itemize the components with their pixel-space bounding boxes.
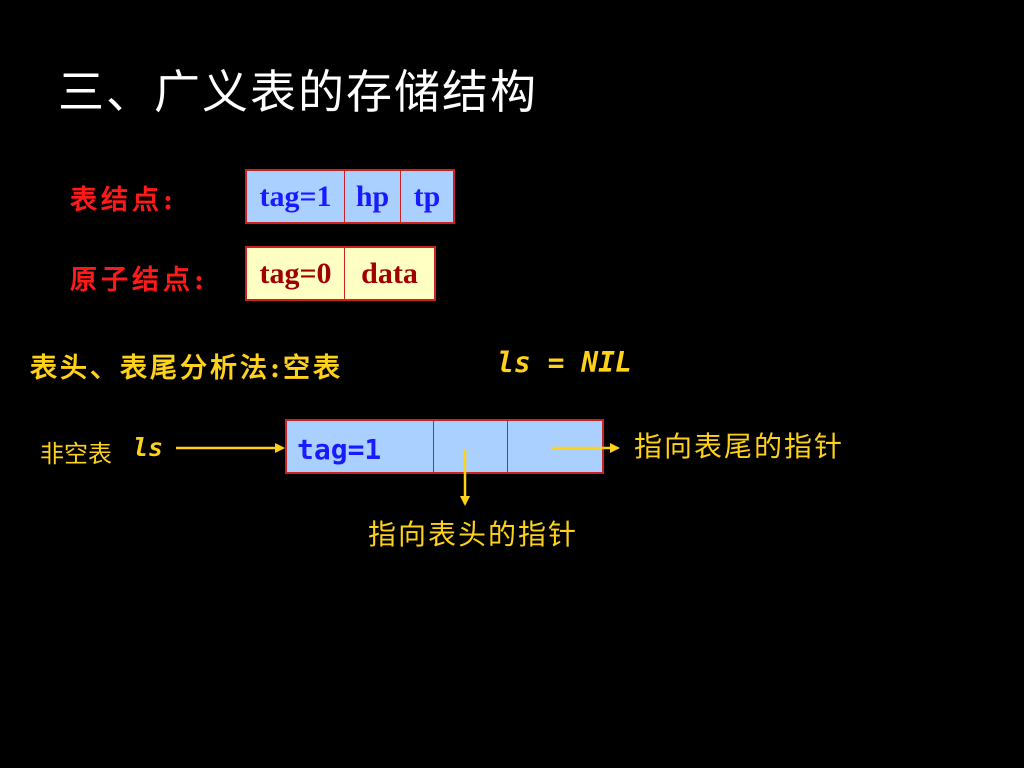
- atom-node-tag-cell: tag=0: [247, 248, 345, 299]
- list-node-tag-cell: tag=1: [247, 171, 345, 222]
- node-divider-2: [507, 421, 508, 472]
- slide-title: 三、广义表的存储结构: [58, 65, 538, 119]
- empty-list-expression: ls = NIL: [497, 346, 632, 379]
- atom-node-diagram: tag=0 data: [245, 246, 436, 301]
- list-node-tag-text: tag=1: [297, 433, 382, 466]
- tail-pointer-label: 指向表尾的指针: [634, 430, 845, 463]
- list-node-label: 表结点:: [70, 185, 177, 216]
- list-node-hp-cell: hp: [345, 171, 401, 222]
- atom-node-data-cell: data: [361, 256, 418, 290]
- nonempty-list-label: 非空表: [40, 440, 112, 468]
- head-pointer-label: 指向表头的指针: [368, 518, 579, 551]
- ls-variable: ls: [133, 433, 164, 462]
- node-divider-1: [433, 421, 434, 472]
- atom-node-label: 原子结点:: [70, 265, 208, 296]
- empty-list-label: 表头、表尾分析法:空表: [30, 353, 343, 384]
- list-node-diagram: tag=1 hp tp: [245, 169, 455, 224]
- nonempty-list-node: tag=1: [285, 419, 604, 474]
- list-node-tp-cell: tp: [413, 179, 441, 213]
